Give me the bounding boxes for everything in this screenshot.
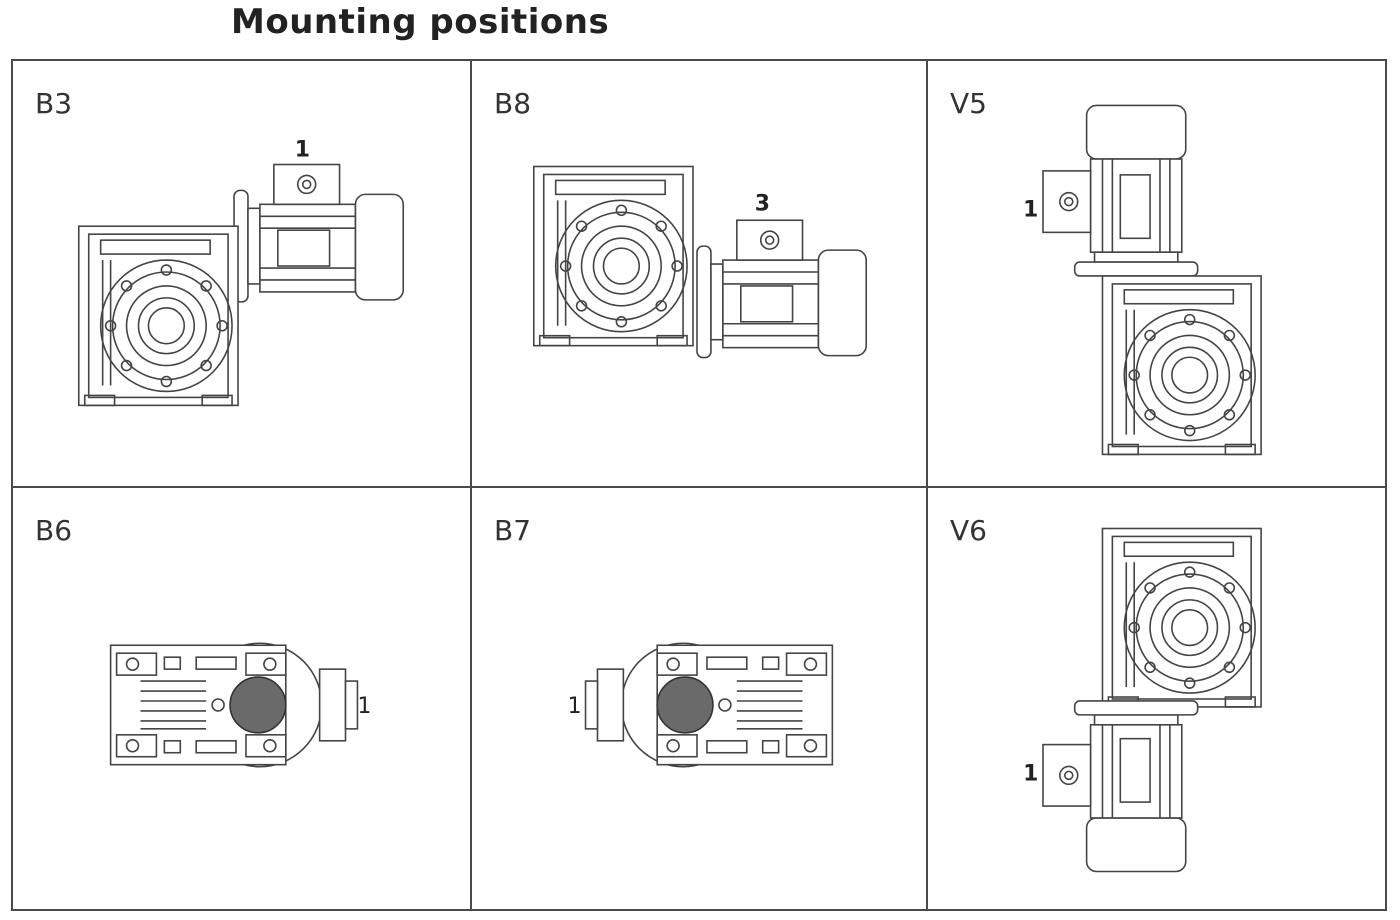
b8-diagram: 3 — [532, 165, 868, 359]
marker-label: 1 — [1023, 197, 1038, 222]
position-code: B6 — [35, 514, 73, 547]
gearbox-top-view — [109, 642, 359, 768]
v6-diagram: 1 — [1023, 527, 1262, 873]
b7-diagram: 1 — [568, 642, 834, 768]
gearbox — [1101, 275, 1262, 456]
marker-label: 1 — [1023, 761, 1038, 786]
position-v6: V6 1 — [928, 488, 1385, 909]
position-code: B3 — [35, 87, 73, 120]
motor — [1042, 700, 1199, 873]
gearbox-top-view — [584, 642, 834, 768]
motor — [696, 219, 868, 359]
position-code: B8 — [494, 87, 532, 120]
position-code: B7 — [494, 514, 532, 547]
page-title: Mounting positions — [231, 2, 610, 42]
mounting-grid: B3 1 B8 3 V5 1 B6 1 B7 — [11, 59, 1387, 911]
gearbox — [532, 165, 694, 347]
position-b3: B3 1 — [13, 61, 472, 488]
gearbox — [77, 225, 239, 407]
b6-diagram: 1 — [109, 642, 371, 768]
b3-diagram: 1 — [77, 138, 405, 407]
marker-label: 1 — [568, 694, 582, 719]
position-code: V5 — [950, 87, 987, 120]
motor — [1042, 104, 1199, 277]
position-b8: B8 3 — [472, 61, 928, 488]
marker-label: 1 — [295, 138, 310, 163]
gearbox — [1101, 527, 1262, 708]
position-b6: B6 1 — [13, 488, 472, 909]
position-b7: B7 1 — [472, 488, 928, 909]
v5-diagram: 1 — [1023, 104, 1262, 456]
marker-label: 3 — [755, 191, 770, 216]
position-code: V6 — [950, 514, 987, 547]
position-v5: V5 1 — [928, 61, 1385, 488]
marker-label: 1 — [357, 694, 371, 719]
motor — [233, 163, 405, 303]
